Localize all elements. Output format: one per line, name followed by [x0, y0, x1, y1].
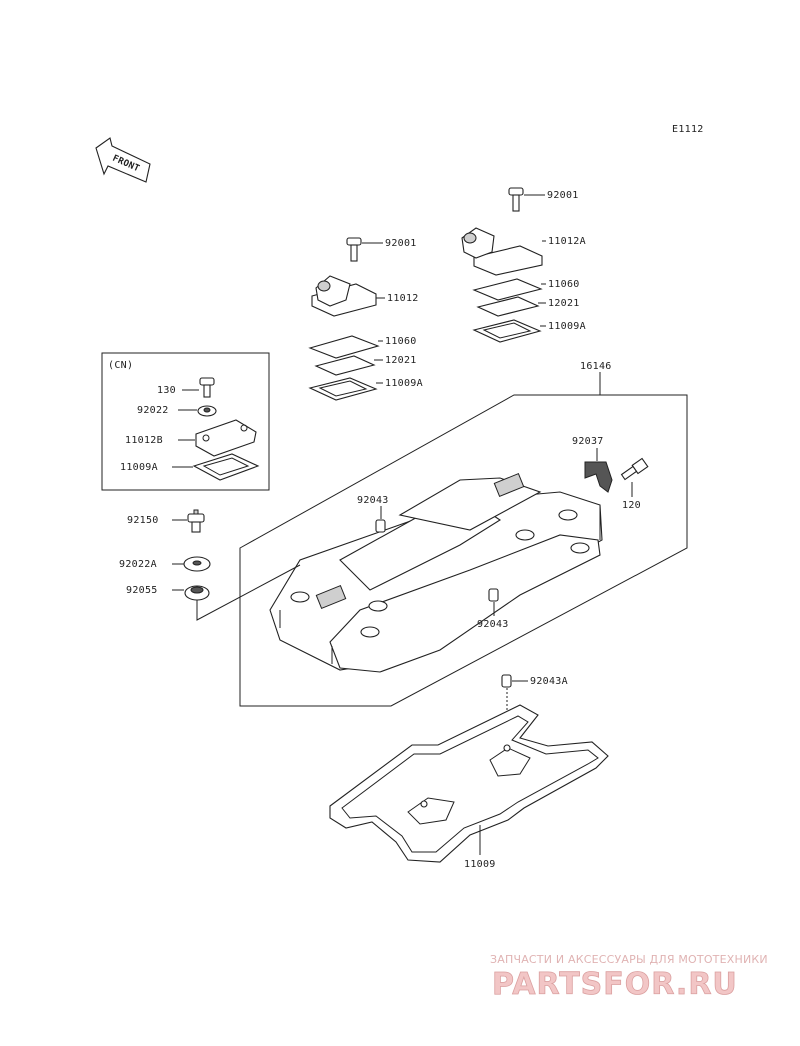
label-130: 130: [157, 385, 176, 396]
label-11060-left: 11060: [385, 336, 417, 347]
washer-92022A: [183, 556, 211, 572]
gasket-11060-right: [472, 278, 543, 301]
label-92037: 92037: [572, 436, 604, 447]
plug-92043A: [501, 674, 512, 688]
grommet-92055: [184, 585, 210, 601]
plate-12021-right: [476, 296, 540, 317]
breather-assembly-left: 92001 11012 11060 12021 11009A: [308, 237, 423, 401]
label-92150: 92150: [127, 515, 159, 526]
label-11012B: 11012B: [125, 435, 163, 446]
bolt-92001-right: [508, 187, 524, 212]
breather-assembly-right: 92001 11012A 11060 12021 11009A: [461, 187, 586, 343]
washer-92022: [197, 405, 217, 417]
figure-code: E1112: [672, 124, 704, 135]
label-16146: 16146: [580, 361, 612, 372]
label-92001-right: 92001: [547, 190, 579, 201]
cover-11012A: [461, 227, 543, 276]
watermark-tagline: ЗАПЧАСТИ И АКСЕССУАРЫ ДЛЯ МОТОТЕХНИКИ: [490, 953, 768, 966]
label-12021-left: 12021: [385, 355, 417, 366]
head-cover-gasket: 92043A 11009: [329, 674, 609, 870]
gasket-11009A-right: [472, 319, 542, 343]
cover-plate-11012B: [195, 419, 257, 457]
bolt-92150: [187, 509, 205, 533]
bolt-92001-left: [346, 237, 362, 262]
label-120: 120: [622, 500, 641, 511]
head-cover-group: 16146 92043 92043: [239, 361, 688, 707]
bracket-92037: [584, 461, 613, 493]
label-92022A: 92022A: [119, 559, 157, 570]
gasket-11009A-cn: [192, 453, 260, 481]
gasket-11009A-left: [308, 377, 378, 401]
front-arrow-icon: FRONT: [95, 137, 151, 183]
label-92043A: 92043A: [530, 676, 568, 687]
cylinder-head-cover: [269, 472, 603, 673]
gasket-11009: [329, 704, 609, 863]
bolt-120: [620, 457, 649, 481]
gasket-11060-left: [308, 335, 380, 359]
plug-92043-upper: [375, 519, 386, 533]
cn-variant-box: (CN) 130 92022 11012B 11009A: [101, 352, 270, 491]
cn-box-label: (CN): [108, 360, 133, 371]
cover-11012: [311, 275, 377, 317]
watermark-logo: ЗАПЧАСТИ И АКСЕССУАРЫ ДЛЯ МОТОТЕХНИКИ PA…: [490, 953, 768, 1002]
label-11012: 11012: [387, 293, 419, 304]
fastener-stack: 92150 92022A 92055: [119, 509, 301, 621]
label-11012A: 11012A: [548, 236, 586, 247]
label-92055: 92055: [126, 585, 158, 596]
label-92022: 92022: [137, 405, 169, 416]
bolt-130: [199, 377, 215, 398]
label-92043-middle: 92043: [477, 619, 509, 630]
label-92043-upper: 92043: [357, 495, 389, 506]
label-11009: 11009: [464, 859, 496, 870]
plate-12021-left: [314, 355, 376, 376]
label-11009A-left: 11009A: [385, 378, 423, 389]
label-12021-right: 12021: [548, 298, 580, 309]
label-92001-left: 92001: [385, 238, 417, 249]
label-11060-right: 11060: [548, 279, 580, 290]
label-11009A-cn: 11009A: [120, 462, 158, 473]
plug-92043-middle: [488, 588, 499, 602]
watermark-brand: PARTSFOR.RU: [492, 967, 738, 1002]
label-11009A-right: 11009A: [548, 321, 586, 332]
